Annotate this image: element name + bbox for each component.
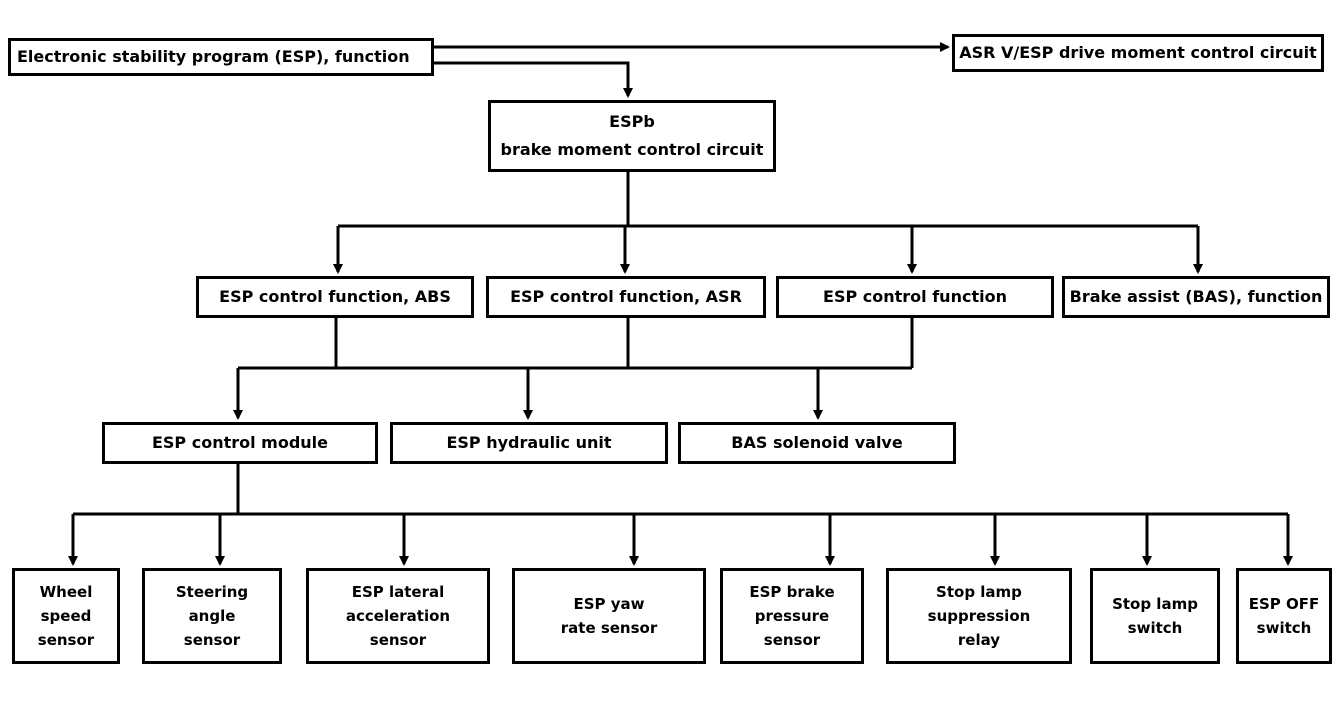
node-bas-function: Brake assist (BAS), function (1062, 276, 1330, 318)
node-steering-angle-sensor: Steering angle sensor (142, 568, 282, 664)
node-wheel-speed-sensor: Wheel speed sensor (12, 568, 120, 664)
node-yaw-rate-sensor: ESP yaw rate sensor (512, 568, 706, 664)
node-brake-pressure-sensor: ESP brake pressure sensor (720, 568, 864, 664)
node-esp-function: Electronic stability program (ESP), func… (8, 38, 434, 76)
node-lateral-accel-sensor: ESP lateral acceleration sensor (306, 568, 490, 664)
node-espb: ESPb brake moment control circuit (488, 100, 776, 172)
node-solenoid-valve: BAS solenoid valve (678, 422, 956, 464)
node-stop-lamp-relay: Stop lamp suppression relay (886, 568, 1072, 664)
node-control-module: ESP control module (102, 422, 378, 464)
node-stop-lamp-switch: Stop lamp switch (1090, 568, 1220, 664)
node-esp-off-switch: ESP OFF switch (1236, 568, 1332, 664)
node-esp-control-function: ESP control function (776, 276, 1054, 318)
node-asr-circuit: ASR V/ESP drive moment control circuit (952, 34, 1324, 72)
node-abs-function: ESP control function, ABS (196, 276, 474, 318)
arrow-esp-to-espb (434, 61, 633, 98)
node-hydraulic-unit: ESP hydraulic unit (390, 422, 668, 464)
node-asr-function: ESP control function, ASR (486, 276, 766, 318)
